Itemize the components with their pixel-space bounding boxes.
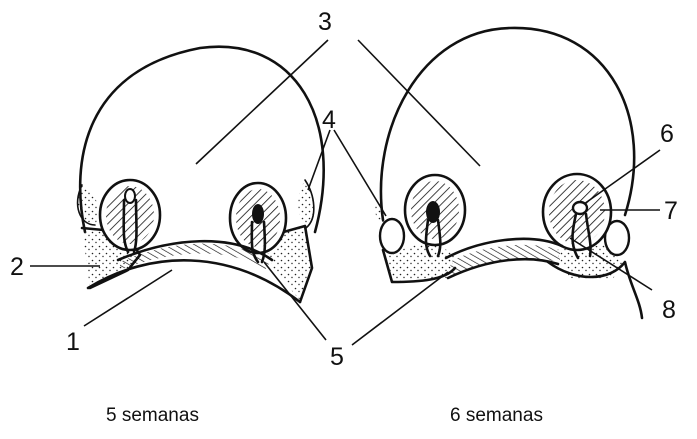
label-4: 4 [322, 106, 336, 134]
otic-lumen-left-2 [252, 204, 264, 224]
caption-5-weeks: 5 semanas [106, 405, 199, 426]
embryo-5-weeks [78, 47, 324, 302]
label-8: 8 [662, 296, 676, 324]
label-6: 6 [660, 120, 674, 148]
label-5: 5 [330, 343, 344, 371]
label-1: 1 [66, 328, 80, 356]
embryo-6-weeks [375, 28, 642, 318]
leader-3-right [358, 40, 480, 166]
leader-4-right [334, 130, 386, 216]
lateral-bulge-left-a [78, 185, 99, 225]
label-2: 2 [10, 253, 24, 281]
leader-6 [584, 150, 660, 204]
caption-6-weeks: 6 semanas [450, 405, 543, 426]
label-3: 3 [318, 8, 332, 36]
outer-ear-right-a [380, 219, 404, 253]
leader-4-left [308, 130, 330, 190]
label-7: 7 [664, 197, 678, 225]
otic-lumen-left-1 [125, 189, 135, 203]
